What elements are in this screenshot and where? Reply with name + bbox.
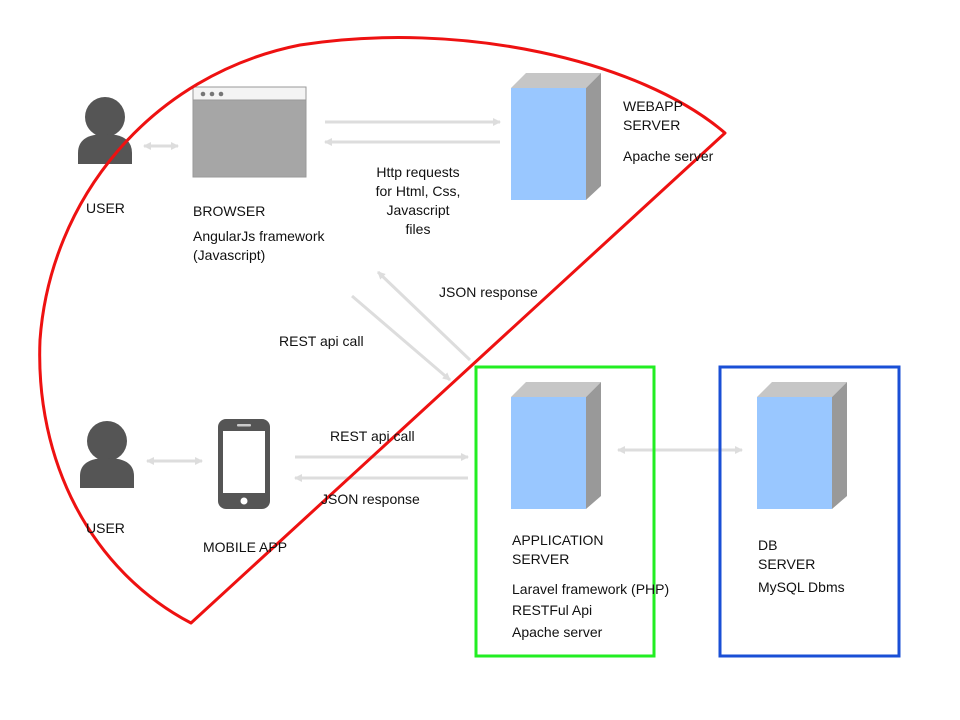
server-icon bbox=[757, 382, 847, 509]
application-server-detail2: RESTFul Api bbox=[512, 602, 593, 618]
user-icon bbox=[80, 421, 134, 488]
server-icon bbox=[511, 382, 601, 509]
http-requests-line2: for Html, Css, bbox=[375, 183, 461, 199]
browser-window-icon bbox=[192, 86, 307, 178]
browser-language: (Javascript) bbox=[193, 247, 266, 263]
application-server-detail1: Laravel framework (PHP) bbox=[512, 581, 670, 597]
user-icon bbox=[78, 97, 132, 164]
server-icon bbox=[511, 73, 601, 200]
application-server-line2: SERVER bbox=[512, 551, 570, 567]
rest-call-top-label: REST api call bbox=[279, 333, 364, 349]
user-bottom-label: USER bbox=[86, 520, 125, 536]
webapp-server-detail: Apache server bbox=[623, 148, 714, 164]
application-server-line1: APPLICATION bbox=[512, 532, 604, 548]
application-server-detail3: Apache server bbox=[512, 624, 603, 640]
browser-title: BROWSER bbox=[193, 203, 266, 219]
http-requests-line4: files bbox=[405, 221, 431, 237]
json-response-top-label: JSON response bbox=[439, 284, 538, 300]
webapp-server-line2: SERVER bbox=[623, 117, 681, 133]
json-response-bottom-label: JSON response bbox=[321, 491, 420, 507]
client-highlight-outline bbox=[38, 36, 727, 625]
json-response-arrow-top bbox=[376, 270, 472, 362]
db-server-line1: DB bbox=[758, 537, 778, 553]
webapp-server-line1: WEBAPP bbox=[623, 98, 683, 114]
rest-call-arrow-top bbox=[351, 294, 451, 382]
rest-call-bottom-label: REST api call bbox=[330, 428, 415, 444]
db-server-detail: MySQL Dbms bbox=[758, 579, 845, 595]
http-requests-line3: Javascript bbox=[386, 202, 450, 218]
browser-framework: AngularJs framework bbox=[193, 228, 325, 244]
application-server-frame bbox=[474, 365, 656, 658]
http-requests-line1: Http requests bbox=[376, 164, 460, 180]
mobile-app-label: MOBILE APP bbox=[203, 539, 288, 555]
smartphone-icon bbox=[218, 419, 270, 509]
db-server-line2: SERVER bbox=[758, 556, 816, 572]
user-top-label: USER bbox=[86, 200, 125, 216]
db-server-frame bbox=[718, 365, 901, 658]
